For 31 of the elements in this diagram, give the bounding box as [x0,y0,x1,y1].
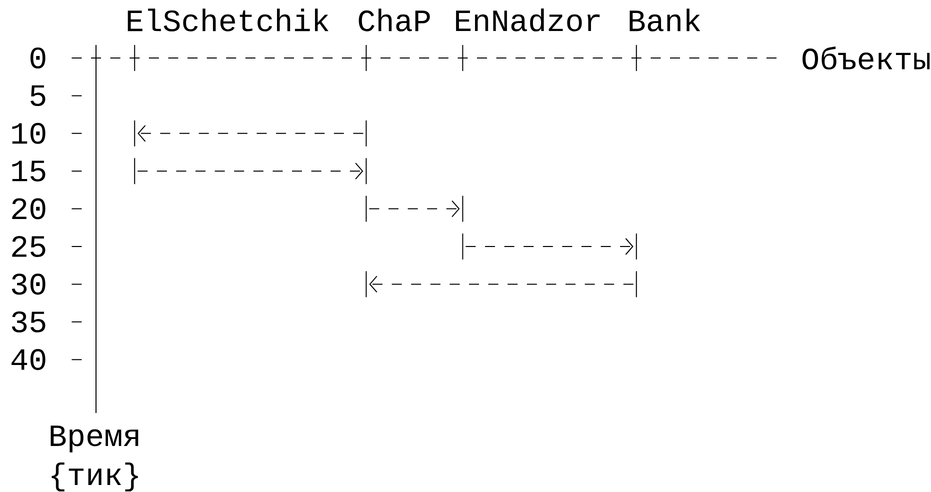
object-name: ChaP [358,8,430,32]
lifeline-bar [366,271,367,298]
lifeline-bar [462,196,464,222]
tick-label: 10 [12,122,46,144]
object-name: ElSchetchik [128,8,328,32]
tick-label: 20 [12,198,46,220]
lifeline-bar [636,234,637,260]
lifeline-bar [366,158,367,184]
axis-title: {тик} [52,462,138,492]
lifeline-bar [462,234,464,260]
tick-label: 40 [12,349,46,370]
lifeline-bar [636,271,637,298]
tick-label: 30 [12,274,46,295]
message-arrow [368,200,460,218]
tick-label: 25 [12,236,46,257]
object-name: EnNadzor [456,8,600,32]
axis-title: Время [50,426,138,452]
lifeline-bar [134,120,136,146]
tick-label: 5 [30,85,46,106]
object-name: Bank [630,8,700,32]
tick-label: 35 [12,311,46,332]
message-arrow [137,162,364,180]
tick-label: 15 [12,160,46,182]
lifeline-bar [366,120,367,146]
tick-label: 0 [30,47,46,68]
message-arrow [369,276,634,293]
lifeline-bar [366,196,367,222]
lifeline-bar [134,158,136,184]
message-arrow [465,238,634,255]
axis-title: Объекты [802,46,930,70]
message-arrow [138,124,364,142]
